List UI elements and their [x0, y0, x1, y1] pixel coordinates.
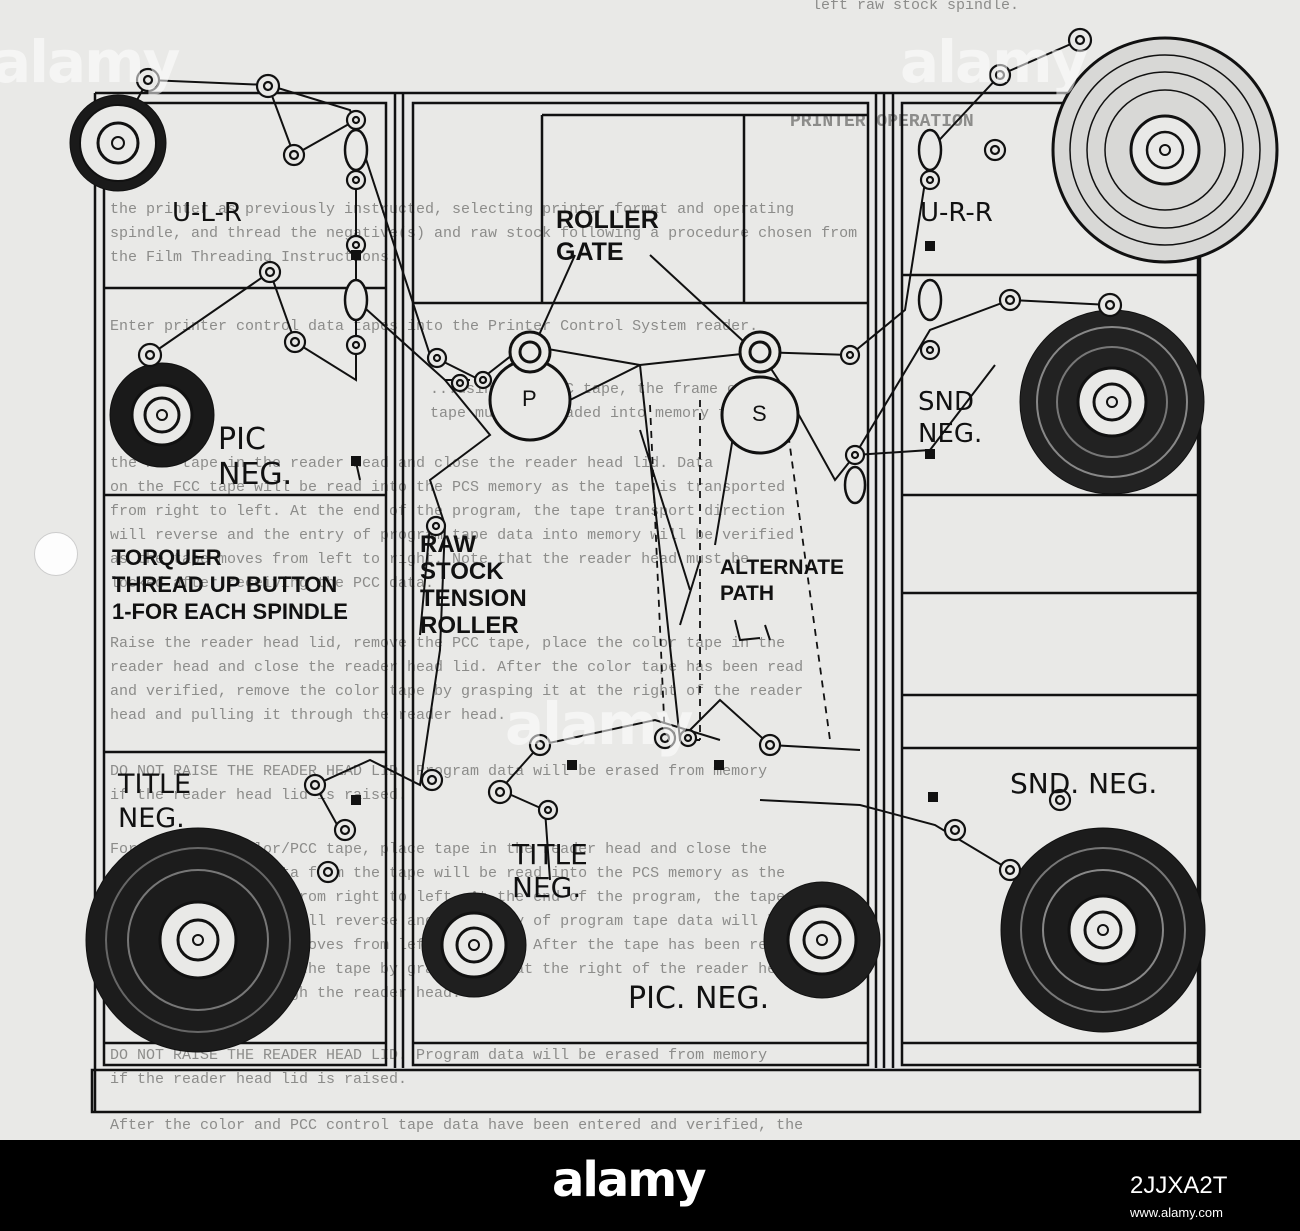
bg-para-4: the PCC tape in the reader head and clos…	[110, 455, 795, 592]
watermark-left: alamy	[0, 28, 180, 96]
reel-title-neg-left	[85, 827, 311, 1053]
left-compartment	[102, 101, 388, 1067]
sprocket-roller-s	[720, 375, 800, 455]
bg-heading: PRINTER OPERATION	[790, 112, 974, 132]
bg-para-1: the printer as previously instructed, se…	[110, 201, 858, 266]
label-title-neg-center: TITLE NEG.	[512, 838, 588, 904]
hole-punch	[34, 532, 78, 576]
bg-para-9: After the color and PCC control tape dat…	[110, 1117, 804, 1134]
reel-upper-left	[69, 94, 167, 192]
label-raw-stock: RAW STOCK TENSION ROLLER	[420, 531, 527, 639]
reel-pic-neg-center	[763, 881, 881, 999]
reel-snd-neg-lower	[1000, 827, 1206, 1033]
label-urr: U-R-R	[920, 198, 993, 228]
footer-url: www.alamy.com	[1130, 1205, 1223, 1220]
threading-diagram	[69, 27, 1279, 1114]
label-pic-neg-bottom: PIC. NEG.	[628, 981, 770, 1016]
footer-image-id: 2JJXA2T	[1130, 1172, 1228, 1199]
cabinet-frame	[90, 1068, 1202, 1114]
footer-logo: alamy	[552, 1152, 707, 1208]
bg-para-5: Raise the reader head lid, remove the PC…	[110, 635, 804, 724]
bg-text-top: left raw stock spindle.	[812, 0, 1020, 14]
label-torquer: TORQUER THREAD UP BUTTON 1-FOR EACH SPIN…	[112, 545, 348, 624]
watermark-footer-bar	[0, 1140, 1300, 1231]
center-compartment	[411, 101, 870, 1067]
label-title-neg-left: TITLE NEG.	[118, 769, 192, 834]
label-alternate-path: ALTERNATE PATH	[720, 556, 845, 605]
label-pic-neg-left: PIC NEG.	[218, 422, 293, 492]
thread-up-buttons	[351, 241, 938, 805]
label-snd-neg-upper: SND NEG.	[918, 387, 983, 449]
spindle-reels	[69, 36, 1279, 1053]
label-roller-p: P	[522, 386, 537, 411]
label-roller-gate: ROLLER GATE	[556, 206, 659, 266]
idler-rollers	[135, 27, 1123, 884]
reel-upper-right	[1051, 36, 1279, 264]
label-snd-neg-lower: SND. NEG.	[1010, 767, 1158, 800]
label-roller-s: S	[752, 401, 767, 426]
right-compartment	[900, 101, 1200, 1067]
watermark-center: alamy	[505, 690, 693, 758]
label-ulr: U-L-R	[172, 198, 242, 228]
watermark-right: alamy	[900, 28, 1088, 96]
film-paths	[114, 39, 1111, 881]
bg-para-8: DO NOT RAISE THE READER HEAD LID. Progra…	[110, 1047, 768, 1088]
reel-title-neg-center	[421, 892, 527, 998]
reel-pic-neg-left	[109, 362, 215, 468]
reel-snd-neg-upper	[1019, 309, 1205, 495]
